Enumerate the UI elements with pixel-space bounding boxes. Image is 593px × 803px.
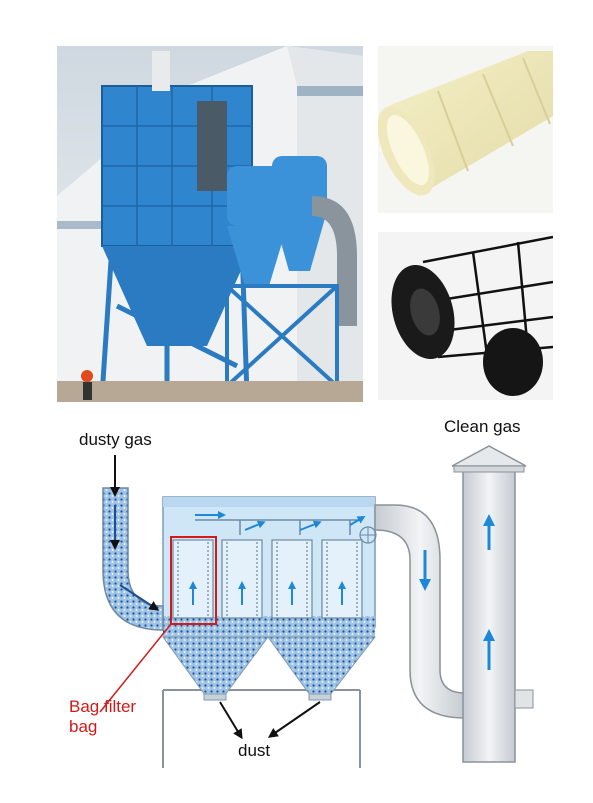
- photo-filter-bag: [378, 46, 553, 213]
- bag-filter-diagram: [0, 405, 593, 803]
- dust-label: dust: [238, 741, 271, 760]
- photo-filter-cage: [378, 232, 553, 400]
- bag-filter-highlight: [170, 536, 217, 625]
- clean-gas-label: Clean gas: [444, 417, 521, 436]
- bag-filter-label-line1: Bag filter: [69, 697, 137, 716]
- bag-filter-label-line2: bag: [69, 717, 98, 736]
- dusty-gas-label: dusty gas: [79, 430, 152, 449]
- photo-dust-collector-plant: [57, 46, 363, 402]
